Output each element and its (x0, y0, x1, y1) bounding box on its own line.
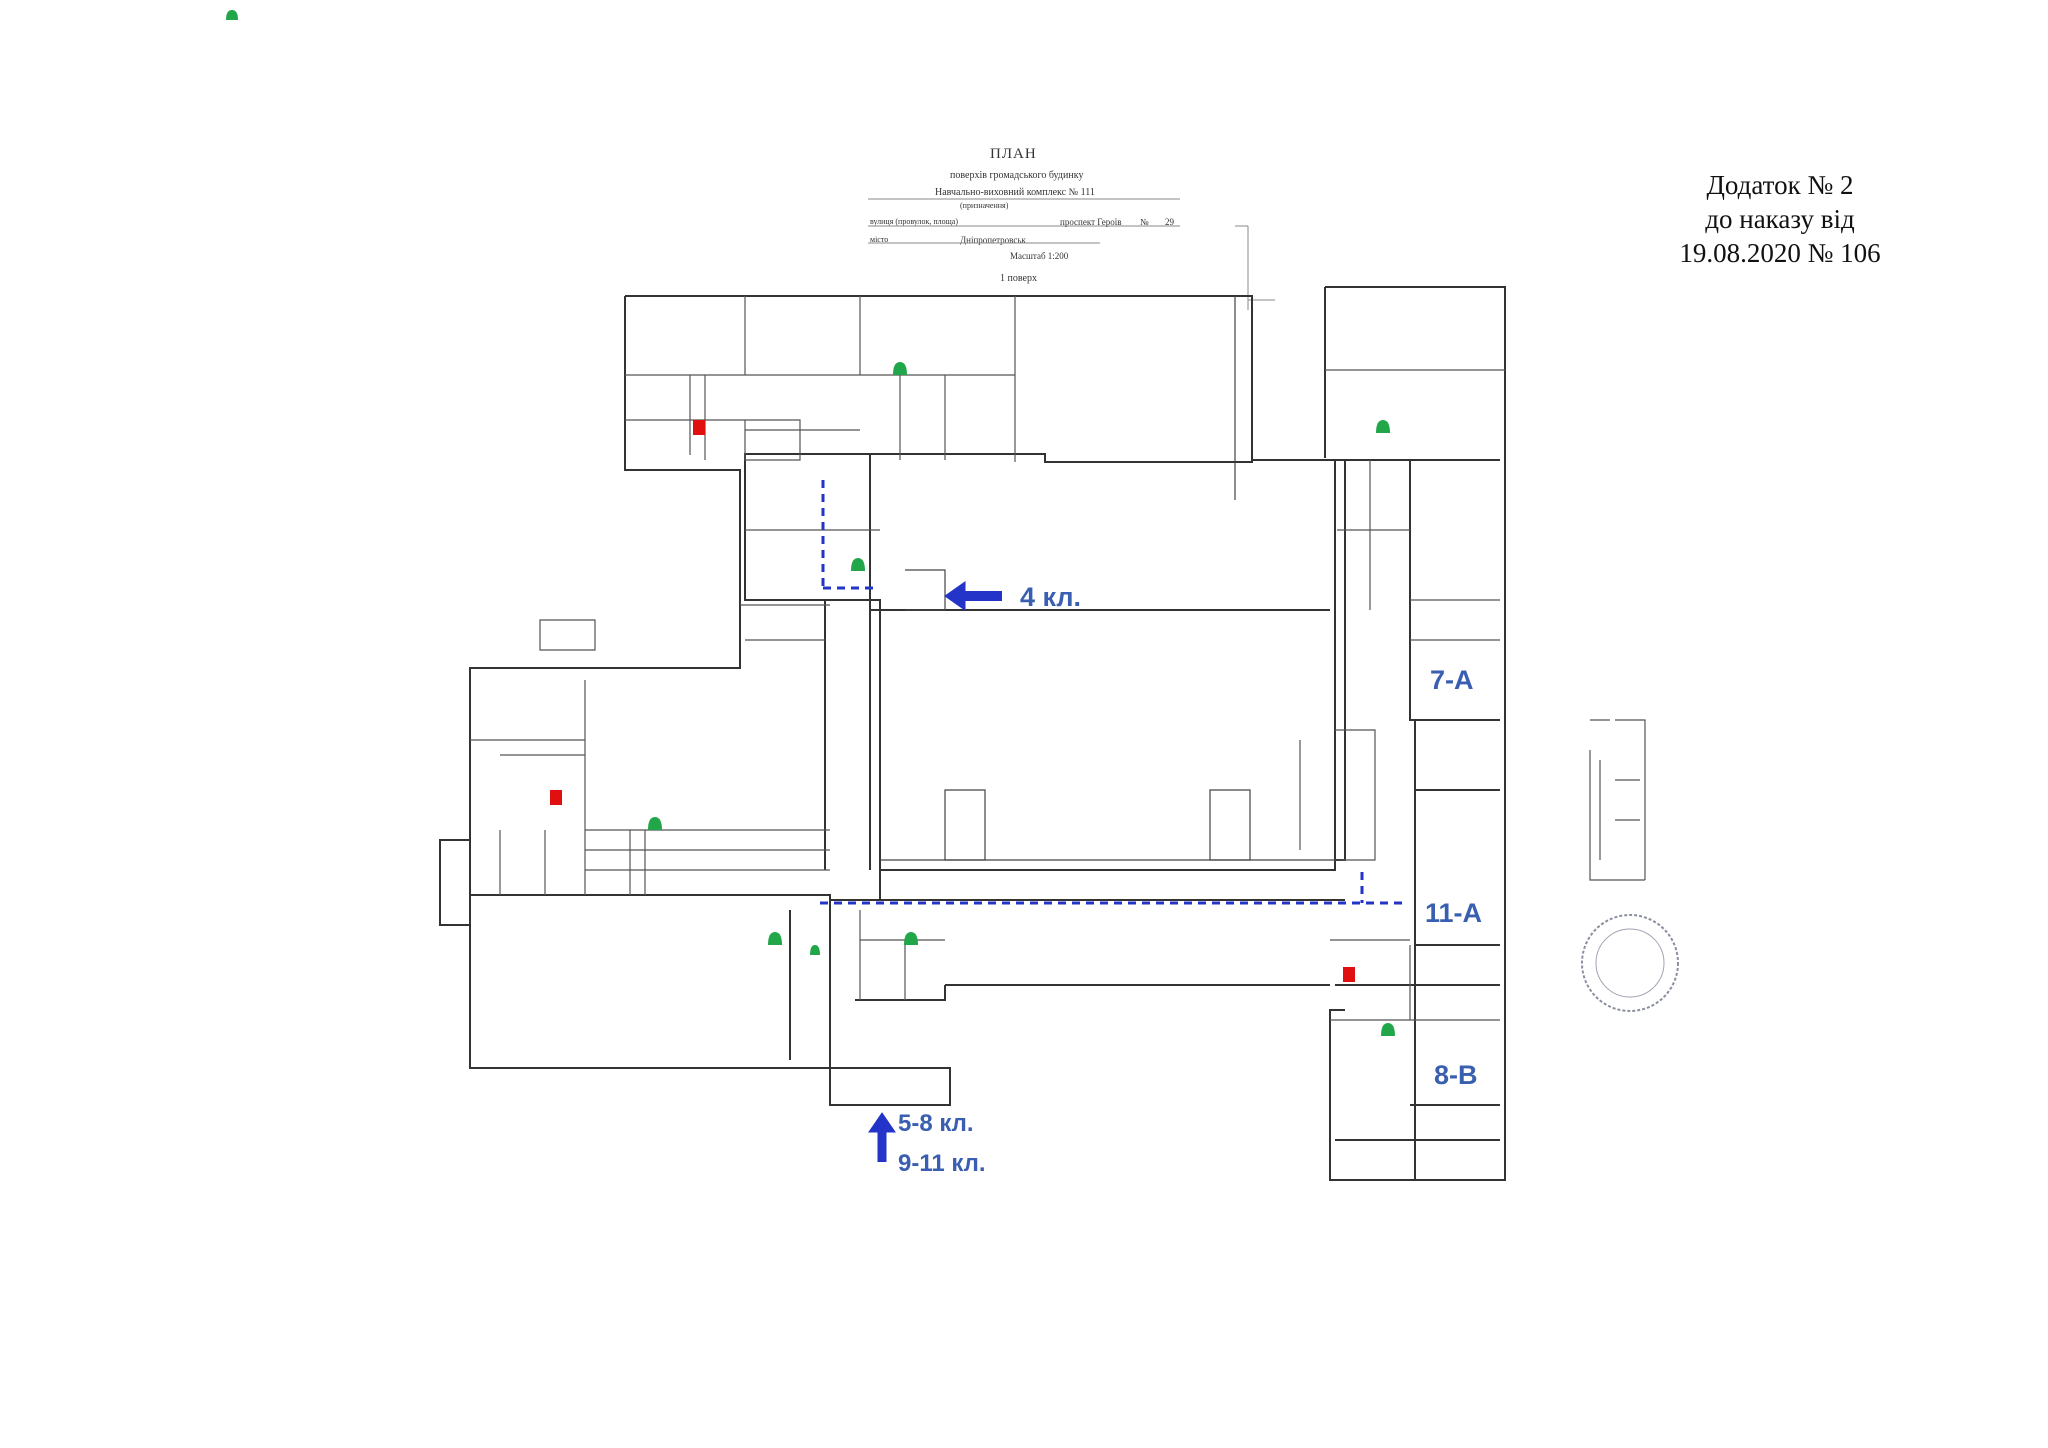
label-4-class: 4 кл. (1020, 582, 1082, 612)
exit-marker-3 (851, 558, 865, 571)
appendix-note: Додаток № 2 до наказу від 19.08.2020 № 1… (1620, 168, 1940, 270)
plan-number: 29 (1165, 217, 1174, 227)
label-5-8-classes: 5-8 кл. (898, 1110, 974, 1137)
appendix-line-1: Додаток № 2 (1706, 170, 1854, 200)
label-room-8b: 8-В (1434, 1060, 1478, 1090)
courtyard-features (880, 296, 1340, 861)
appendix-line-3: 19.08.2020 № 106 (1679, 238, 1881, 268)
exit-marker-6 (904, 932, 918, 945)
exit-marker-2 (1376, 420, 1390, 433)
entrance-arrows (868, 581, 1002, 1162)
plan-subtitle: поверхів громадського будинку (950, 170, 1084, 181)
plan-street-label: вулиця (провулок, площа) (870, 217, 959, 226)
label-room-7a: 7-А (1430, 665, 1474, 695)
exit-marker-7 (1381, 1023, 1395, 1036)
fire-equipment-markers (550, 420, 1355, 982)
plan-complex: Навчально-виховний комплекс № 111 (935, 187, 1095, 198)
interior-walls (470, 296, 1505, 1021)
plan-city-label: місто (870, 235, 889, 244)
evacuation-routes (820, 480, 1405, 905)
plan-city: Дніпропетровськ (960, 235, 1026, 245)
label-9-11-classes: 9-11 кл. (898, 1150, 986, 1177)
exit-marker-8 (810, 945, 820, 955)
exit-marker-4 (648, 817, 662, 830)
arrow-4-class (944, 581, 1002, 611)
header-rules (868, 198, 1275, 310)
fire-marker-2 (550, 790, 562, 805)
exit-marker-1 (893, 362, 907, 375)
plan-street: проспект Героїв (1060, 217, 1122, 227)
exit-marker-top-left (226, 10, 238, 20)
appendix-line-2: до наказу від (1705, 204, 1855, 234)
plan-floor: 1 поверх (1000, 273, 1037, 284)
plan-scale: Масштаб 1:200 (1010, 251, 1069, 261)
fire-marker-1 (693, 420, 705, 435)
plan-title: ПЛАН (990, 146, 1037, 162)
label-room-11a: 11-А (1425, 898, 1483, 928)
outer-walls (439, 286, 1506, 1181)
official-stamp (1581, 914, 1679, 1012)
exit-marker-5 (768, 932, 782, 945)
fire-marker-3 (1343, 967, 1355, 982)
plan-complex-note: (призначення) (960, 201, 1009, 210)
stair-detail-right (1589, 719, 1646, 881)
arrow-5-11-classes (868, 1112, 896, 1162)
plan-number-label: № (1140, 217, 1149, 227)
exit-markers (226, 10, 1395, 1036)
